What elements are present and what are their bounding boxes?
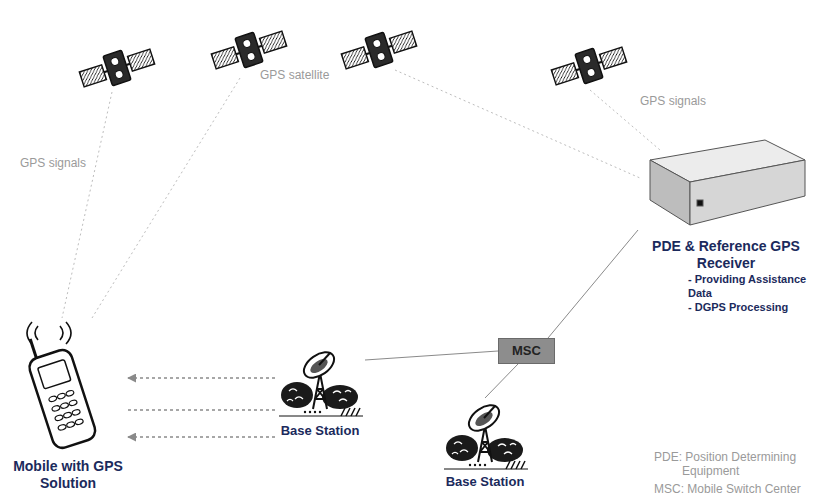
radio-link — [128, 409, 275, 411]
hardware-side — [650, 160, 690, 225]
msc-box: MSC — [498, 338, 555, 364]
base-station-icon — [279, 347, 363, 416]
phone-keypad — [48, 390, 84, 431]
satellite-icon — [549, 40, 629, 93]
satellite-icon — [339, 24, 419, 77]
node-label: Base Station — [275, 423, 365, 439]
hardware-front — [690, 160, 805, 225]
mobile-phone: Mobile with GPS Solution — [8, 318, 128, 492]
gps-signal-line — [62, 92, 112, 318]
base-station: Base Station — [275, 345, 365, 439]
network-link — [365, 351, 498, 360]
gps-signal-lines — [62, 70, 660, 318]
node-label: PDE & Reference GPS Receiver — [638, 238, 814, 272]
signal-label: GPS signals — [638, 94, 708, 108]
node-label: Mobile with GPS Solution — [8, 458, 128, 492]
phone-body — [27, 347, 98, 450]
network-link — [548, 230, 638, 338]
signal-label: GPS signals — [18, 156, 88, 170]
satellite-icon — [77, 42, 157, 95]
gps-signal-line — [395, 70, 640, 178]
signal-label: GPS satellite — [258, 68, 331, 82]
node-detail: - DGPS Processing — [688, 300, 814, 314]
gps-signal-line — [92, 78, 240, 318]
node-detail: - Providing Assistance Data — [688, 272, 814, 300]
pde-server: PDE & Reference GPS Receiver- Providing … — [638, 135, 814, 314]
radio-waves — [27, 322, 71, 344]
phone-screen — [38, 359, 71, 389]
footnote: MSC: Mobile Switch Center — [652, 482, 819, 496]
mobile-phone-icon — [21, 322, 98, 450]
radio-link — [128, 377, 275, 379]
base-station-icon — [444, 400, 528, 469]
node-label: MSC — [512, 343, 541, 359]
base-station: Base Station — [437, 398, 533, 490]
pde-hardware — [650, 140, 805, 225]
hardware-led — [697, 200, 703, 206]
node-label: Base Station — [437, 474, 533, 490]
radio-link — [128, 436, 275, 438]
network-link — [485, 364, 518, 398]
footnote: PDE: Position Determining Equipment — [652, 450, 819, 478]
